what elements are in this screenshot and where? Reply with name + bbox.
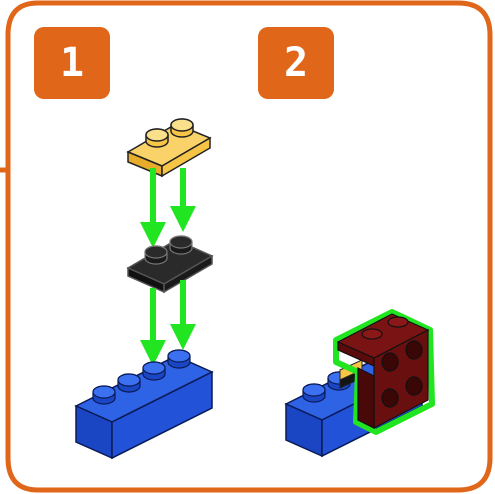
step-number-badge-1: 1 [34,27,110,99]
frame-border-left [5,0,39,170]
blue-1x4-brick [74,349,214,460]
yellow-1x2-plate [126,118,212,178]
step-number-2: 2 [283,40,309,86]
step-number-1: 1 [59,40,85,86]
down-arrow-icon [140,280,196,366]
dark-red-bracket [333,309,435,435]
black-1x2-plate [126,235,214,294]
step-number-badge-2: 2 [258,27,334,99]
down-arrow-icon [140,168,196,248]
